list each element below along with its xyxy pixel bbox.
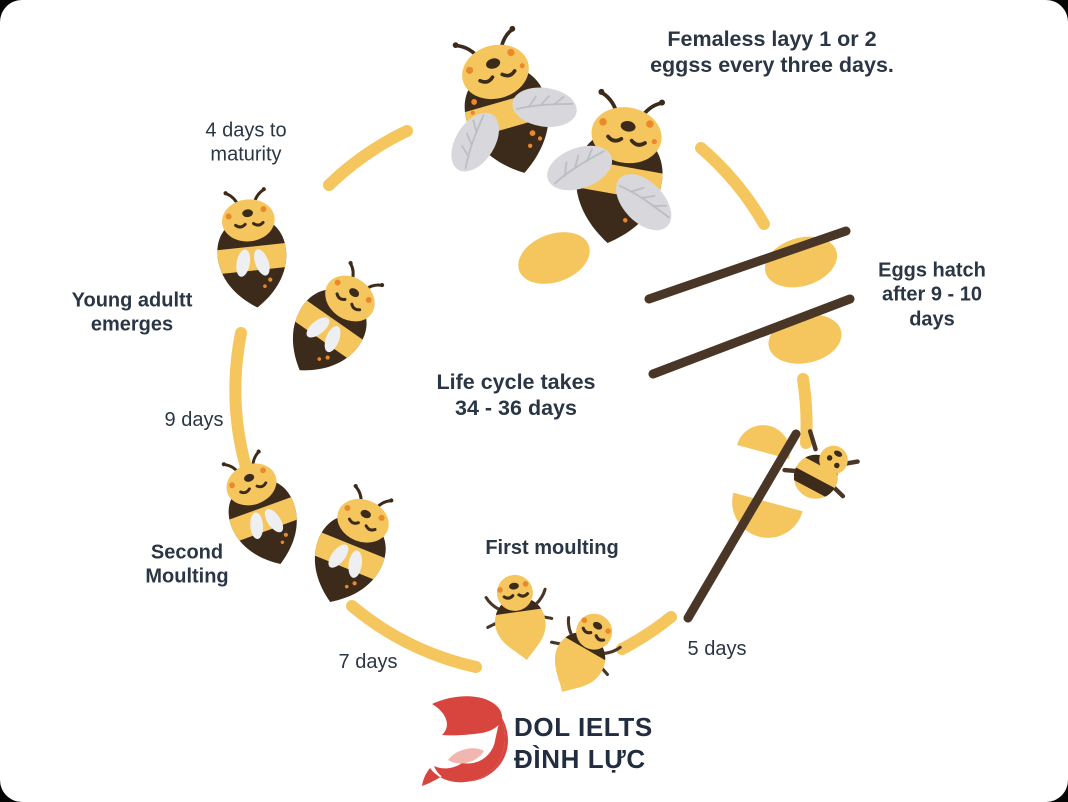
- label-second-moulting: Second Moulting: [145, 541, 229, 588]
- dol-logo-icon: [422, 696, 508, 786]
- second-moulting-bee-icon: [297, 478, 408, 615]
- label-5-days: 5 days: [687, 637, 747, 660]
- label-7-days: 7 days: [338, 650, 398, 673]
- logo-wordmark: DOL IELTS ĐÌNH LỰC: [514, 711, 653, 774]
- young-adult-bee-icon: [270, 252, 397, 391]
- label-eggs-hatch: Eggs hatch after 9 - 10 days: [878, 259, 986, 331]
- young-adult-bee-icon: [209, 185, 293, 311]
- egg-icon: [511, 222, 597, 294]
- first-moulting-larva-icon: [481, 571, 557, 665]
- label-life-cycle-total: Life cycle takes 34 - 36 days: [436, 369, 596, 420]
- label-young-adult: Young adultt emerges: [71, 289, 193, 336]
- label-4-days-maturity: 4 days to maturity: [205, 119, 287, 166]
- branch-sticks: [644, 226, 855, 623]
- label-first-moulting: First moulting: [485, 536, 619, 559]
- cycle-arc-segments: [229, 125, 813, 673]
- caption-females-lay: Femaless layy 1 or 2 eggss every three d…: [650, 26, 894, 77]
- label-9-days: 9 days: [164, 408, 224, 431]
